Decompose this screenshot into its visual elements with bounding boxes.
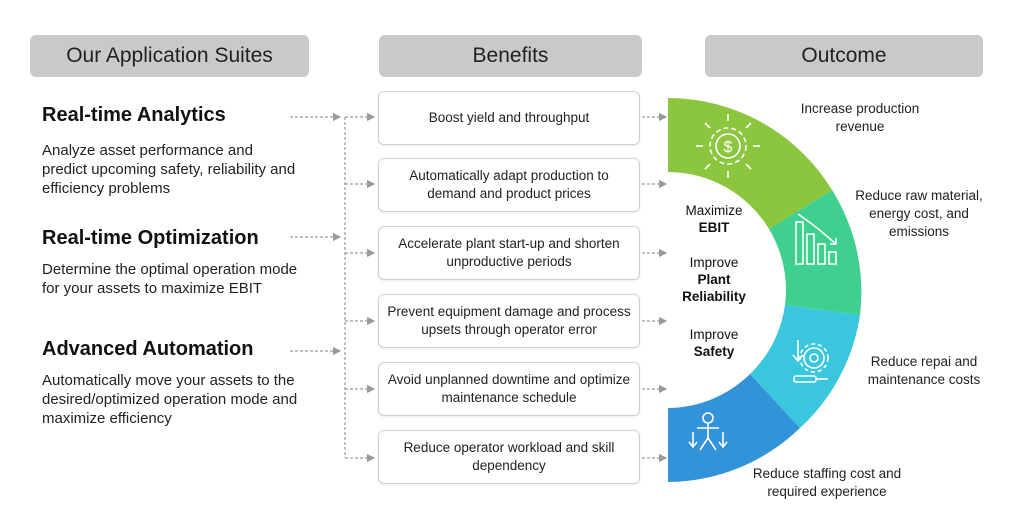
benefit-box: Avoid unplanned downtime and optimize ma…: [378, 362, 640, 416]
outcome-text-staffing: Reduce staffing cost and required experi…: [752, 466, 902, 499]
header-application-suites: Our Application Suites: [30, 35, 309, 77]
kpi-safety: Improve Safety: [689, 327, 739, 359]
benefit-box: Accelerate plant start-up and shorten un…: [378, 226, 640, 280]
benefit-box: Reduce operator workload and skill depen…: [378, 430, 640, 484]
outcome-segment-maintenance: [750, 305, 860, 428]
svg-text:$: $: [724, 139, 733, 156]
outcome-text-maintenance: Reduce repai and maintenance costs: [867, 354, 981, 387]
outcome-segment-revenue: [668, 97, 832, 230]
suite-desc-optimization: Determine the optimal operation mode for…: [42, 261, 298, 297]
kpi-plant-reliability: Improve Plant Reliability: [682, 255, 746, 304]
outcome-text-revenue: Increase production revenue: [800, 101, 920, 134]
suite-title-automation: Advanced Automation: [42, 338, 254, 360]
outcome-segment-staffing: [668, 374, 800, 482]
dollar-gear-icon: $: [696, 114, 760, 178]
outcome-segment-raw-material: [769, 190, 862, 315]
header-outcome: Outcome: [705, 35, 983, 77]
declining-bars-icon: [795, 213, 837, 265]
suite-desc-analytics: Analyze asset performance and predict up…: [42, 142, 296, 197]
maintenance-gear-icon: [792, 340, 829, 383]
benefit-box: Automatically adapt production to demand…: [378, 158, 640, 212]
suite-title-optimization: Real-time Optimization: [42, 227, 259, 249]
benefit-box: Boost yield and throughput: [378, 91, 640, 145]
header-benefits: Benefits: [379, 35, 642, 77]
benefit-box: Prevent equipment damage and process ups…: [378, 294, 640, 348]
kpi-maximize-ebit: Maximize EBIT: [685, 203, 743, 235]
operator-icon: [688, 412, 728, 451]
outcome-text-raw-material: Reduce raw material, energy cost, and em…: [855, 188, 983, 239]
suite-desc-automation: Automatically move your assets to the de…: [42, 372, 298, 427]
suite-title-analytics: Real-time Analytics: [42, 104, 226, 126]
